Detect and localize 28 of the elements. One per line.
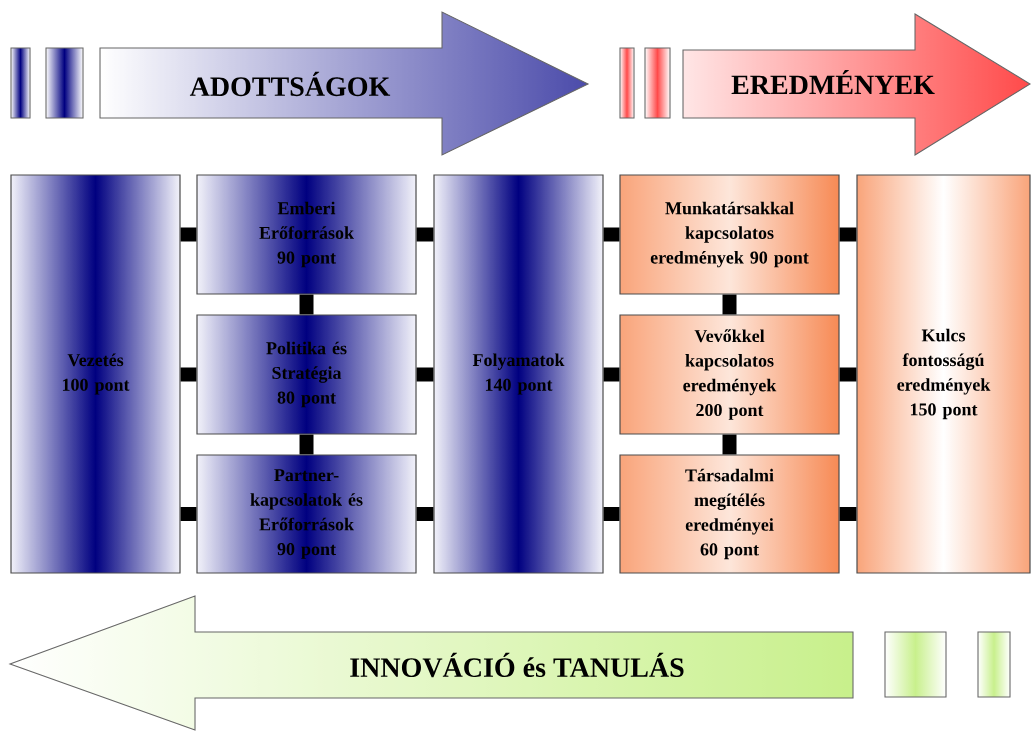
criterion-box: Vevőkkel kapcsolatos eredmények 200 pont — [619, 314, 840, 435]
criterion-box: Emberi Erőforrások 90 pont — [196, 174, 417, 295]
connector-bar — [722, 434, 737, 455]
connector-bar — [416, 367, 434, 382]
connector-bar — [603, 367, 620, 382]
connector-bar — [722, 294, 737, 315]
criterion-box: Politika és Stratégia 80 pont — [196, 314, 417, 435]
criterion-box: Munkatársakkal kapcsolatos eredmények 90 pont — [619, 174, 840, 295]
connector-bar — [180, 227, 197, 242]
connector-bar — [416, 507, 434, 521]
connector-bar — [299, 294, 314, 315]
criterion-box: Társadalmi megítélés eredményei 60 pont — [619, 454, 840, 574]
connector-bar — [839, 227, 857, 242]
connector-bar — [299, 434, 314, 455]
connector-bar — [839, 507, 857, 521]
connector-bar — [603, 507, 620, 521]
connector-bar — [603, 227, 620, 242]
criterion-box: Partner- kapcsolatok és Erőforrások 90 pont — [196, 454, 417, 574]
connector-bar — [416, 227, 434, 242]
connector-bar — [180, 367, 197, 382]
arrow-banner: INNOVÁCIÓ és TANULÁS — [8, 595, 854, 731]
connector-bar — [180, 507, 197, 521]
connector-bar — [839, 367, 857, 382]
criterion-box: Vezetés 100 pont — [10, 174, 181, 574]
arrow-banner: EREDMÉNYEK — [682, 13, 1032, 156]
arrow-banner: ADOTTSÁGOK — [99, 11, 590, 156]
criterion-box: Folyamatok 140 pont — [433, 174, 604, 574]
criterion-box: Kulcs fontosságú eredmények 150 pont — [856, 174, 1031, 574]
